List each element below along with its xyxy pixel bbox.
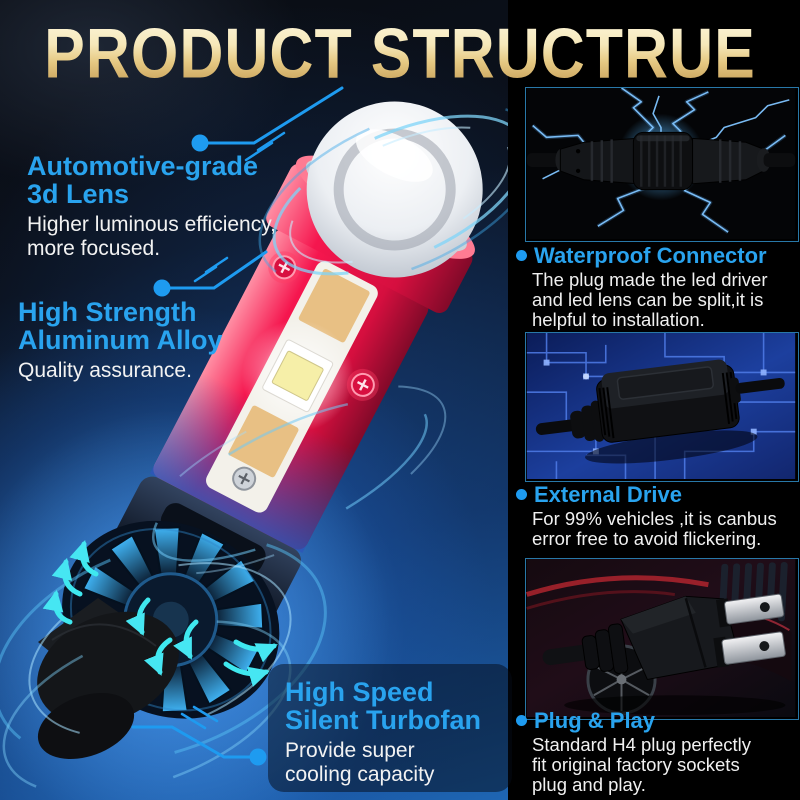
section-plug-and-play: Plug & Play Standard H4 plug perfectly f…: [516, 708, 798, 795]
section-waterproof-connector: Waterproof Connector The plug made the l…: [516, 243, 798, 330]
section-external-drive: External Drive For 99% vehicles ,it is c…: [516, 482, 798, 549]
page-title: PRODUCT STRUCTRUE: [0, 16, 800, 90]
bullet-dot-icon: [516, 250, 527, 261]
section-body: For 99% vehicles ,it is canbus error fre…: [532, 508, 777, 549]
bullet-dot-icon: [516, 489, 527, 500]
annotation-fan-backdrop: [268, 664, 512, 792]
annotation-fan-body: Provide super cooling capacity: [285, 739, 435, 786]
annotation-lens: Automotive-grade 3d Lens Higher luminous…: [27, 152, 276, 261]
section-heading: External Drive: [534, 482, 682, 507]
waterproof-connector-photo: [525, 87, 799, 242]
section-body: Standard H4 plug perfectly fit original …: [532, 734, 752, 795]
annotation-fan-heading: High Speed Silent Turbofan: [285, 677, 481, 735]
h4-plug-photo: [525, 558, 799, 720]
feature-column: Waterproof Connector The plug made the l…: [508, 0, 800, 800]
annotation-alloy-heading: High Strength Aluminum Alloy: [18, 297, 223, 355]
external-drive-photo: [525, 332, 799, 482]
bullet-dot-icon: [516, 715, 527, 726]
annotation-lens-body: Higher luminous efficiency, more focused…: [27, 213, 277, 260]
section-heading: Waterproof Connector: [534, 243, 767, 268]
annotation-alloy-body: Quality assurance.: [18, 359, 192, 382]
section-heading: Plug & Play: [534, 708, 656, 733]
annotation-lens-heading: Automotive-grade 3d Lens: [27, 151, 259, 209]
section-body: The plug made the led driver and led len…: [532, 269, 768, 330]
annotation-alloy: High Strength Aluminum Alloy Quality ass…: [18, 298, 223, 383]
annotation-fan: High Speed Silent Turbofan Provide super…: [285, 678, 481, 787]
